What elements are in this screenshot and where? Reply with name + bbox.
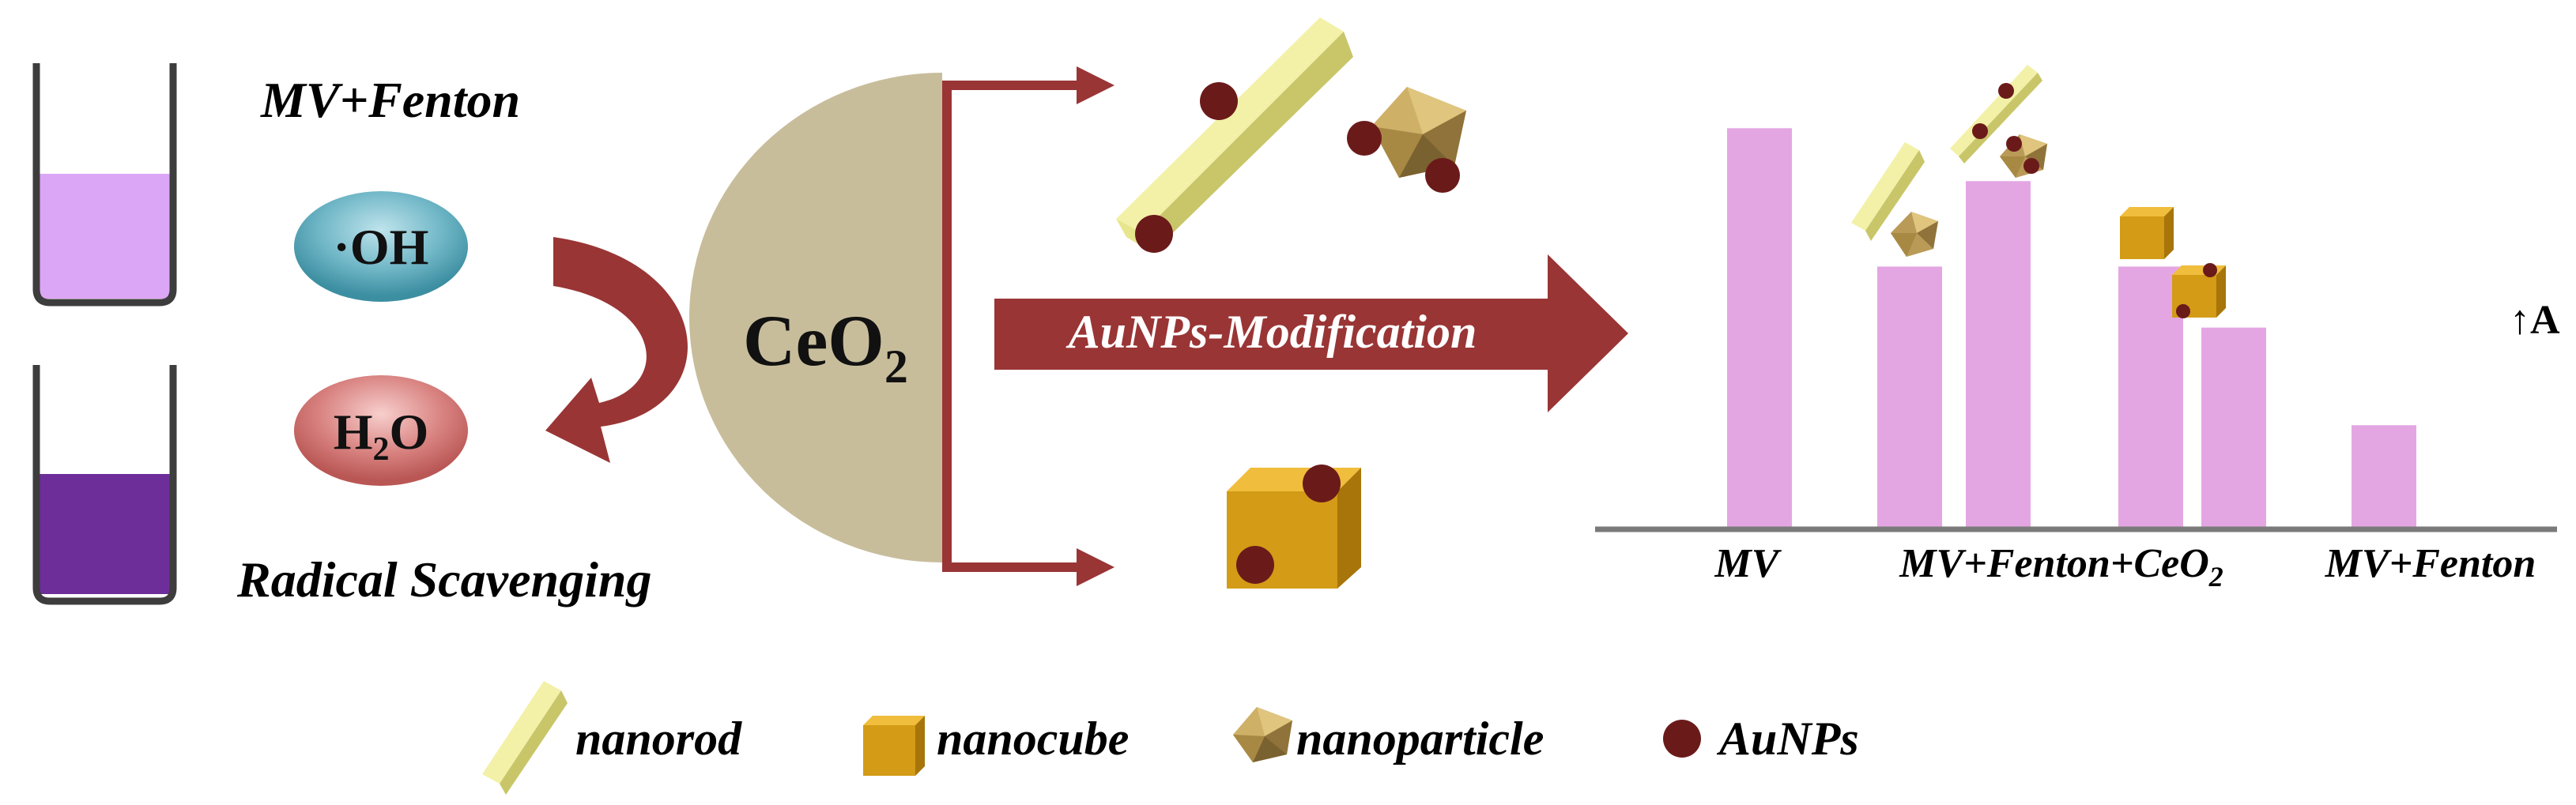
ceo2-particle (689, 73, 942, 562)
category-label-mv-fenton: MV+Fenton (2325, 541, 2536, 586)
bar-5 (2201, 327, 2266, 527)
bar-icon-nanorod (1851, 142, 1925, 241)
beaker-dark (32, 365, 177, 605)
aunp (1425, 158, 1460, 193)
bar-icon-nanocube (2120, 207, 2174, 259)
legend-nanorod-icon (482, 681, 568, 795)
bracket-arrowhead-bottom (1077, 548, 1115, 586)
bar-2 (1877, 266, 1942, 527)
nanoparticle-aunps (1347, 87, 1466, 193)
bar-icon-nanocube-aunps (2172, 263, 2226, 318)
oh-label: ·OH (334, 219, 429, 275)
bar-icon-nanorod-aunps (1950, 65, 2042, 164)
aunp (1303, 465, 1341, 502)
bar-chart: MV MV+Fenton+CeO2 MV+Fenton ↑A (1595, 65, 2560, 592)
legend-nanocube-label: nanocube (937, 713, 1129, 765)
bracket-arrows (942, 81, 1079, 572)
curved-arrow (545, 237, 688, 463)
h2o-bubble (294, 375, 468, 486)
radical-scavenging-label: Radical Scavenging (236, 551, 651, 608)
beaker-light (32, 63, 177, 307)
bracket-arrowhead-top (1077, 66, 1115, 104)
aunp (1135, 215, 1173, 253)
legend-aunps-icon (1663, 720, 1701, 758)
nanorod-aunps (1116, 17, 1353, 253)
oh-bubble (294, 191, 468, 302)
ceo2-label: CeO2 (743, 300, 908, 393)
legend-aunps-label: AuNPs (1716, 713, 1859, 765)
legend-nanocube-icon (863, 716, 925, 776)
category-label-mv: MV (1714, 541, 1782, 586)
bar-icon-nanoparticle-aunps (2000, 134, 2047, 178)
bar-icon-nanoparticle-1 (1891, 212, 1938, 257)
legend-nanorod-label: nanorod (575, 713, 742, 765)
aunp (1200, 82, 1238, 120)
dark-solution (40, 474, 170, 594)
legend-nanoparticle-label: nanoparticle (1296, 713, 1544, 765)
aunp (1347, 121, 1382, 156)
category-label-mv-fenton-ceo2: MV+Fenton+CeO2 (1899, 541, 2223, 592)
modification-arrow (994, 254, 1628, 412)
legend-nanoparticle-icon (1233, 707, 1292, 762)
aunp (1236, 546, 1274, 584)
bar-1 (1727, 128, 1792, 528)
bar-3 (1966, 181, 2031, 527)
modification-label: AuNPs-Modification (1065, 306, 1477, 358)
mv-fenton-title: MV+Fenton (260, 72, 520, 128)
light-solution (40, 174, 170, 299)
legend: nanorod nanocube nanoparticle AuNPs (482, 681, 1859, 795)
h2o-label: H2O (334, 404, 429, 468)
absorbance-axis-label: ↑A (2510, 298, 2560, 343)
bar-6 (2352, 425, 2416, 527)
nanocube-aunps (1227, 465, 1361, 589)
